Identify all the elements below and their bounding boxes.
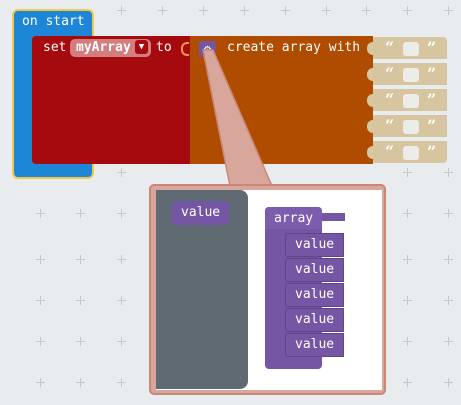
array-item-block[interactable] [285,283,344,307]
close-quote-icon: ” [427,116,437,135]
array-container-label: array [274,211,314,226]
on-start-label: on start [22,14,85,29]
grid-mark [117,296,126,305]
grid-mark [403,168,412,177]
text-slot[interactable]: “ ” [373,63,447,85]
grid-mark [444,378,453,387]
grid-mark [117,378,126,387]
grid-mark [36,255,45,264]
grid-mark [36,209,45,218]
grid-mark [444,337,453,346]
grid-mark [76,296,85,305]
slot-connector [367,42,374,55]
variable-dropdown[interactable]: myArray ▼ [70,39,151,57]
flyout-value-label: value [181,205,221,220]
create-array-label: create array with [227,40,361,55]
slot-connector [367,146,374,159]
array-item-label: value [295,287,335,302]
grid-mark [403,6,412,15]
close-quote-icon: ” [427,142,437,161]
array-item-block[interactable] [285,333,344,357]
grid-mark [117,255,126,264]
grid-mark [117,6,126,15]
set-variable-block[interactable] [32,36,190,164]
grid-mark [322,6,331,15]
grid-mark [117,209,126,218]
grid-mark [403,378,412,387]
grid-mark [403,209,412,218]
grid-mark [403,296,412,305]
text-slot[interactable]: “ ” [373,37,447,59]
text-field[interactable] [403,146,419,160]
grid-mark [36,296,45,305]
grid-mark [36,378,45,387]
grid-mark [444,6,453,15]
grid-mark [76,378,85,387]
grid-mark [240,6,249,15]
grid-mark [199,6,208,15]
value-input-connector [181,42,189,56]
slot-connector [367,68,374,81]
slot-connector [367,94,374,107]
text-field[interactable] [403,94,419,108]
slot-connector [367,120,374,133]
text-field[interactable] [403,42,419,56]
array-item-block[interactable] [285,233,344,257]
close-quote-icon: ” [427,90,437,109]
open-quote-icon: “ [385,90,395,109]
grid-mark [444,209,453,218]
gear-icon[interactable]: ⚙ [199,41,216,57]
array-item-label: value [295,262,335,277]
grid-mark [158,6,167,15]
grid-mark [36,337,45,346]
grid-mark [76,255,85,264]
grid-mark [403,255,412,264]
text-field[interactable] [403,120,419,134]
array-container-arm [322,213,345,221]
grid-mark [444,255,453,264]
array-item-label: value [295,312,335,327]
open-quote-icon: “ [385,38,395,57]
text-slot[interactable]: “ ” [373,141,447,163]
grid-mark [362,6,371,15]
grid-mark [281,6,290,15]
create-array-block[interactable] [190,36,373,164]
text-field[interactable] [403,68,419,82]
to-label: to [156,40,172,55]
open-quote-icon: “ [385,64,395,83]
grid-mark [117,168,126,177]
grid-mark [76,337,85,346]
array-container-header [265,207,322,229]
array-item-block[interactable] [285,308,344,332]
array-item-label: value [295,337,335,352]
set-label: set [43,40,67,55]
flyout-value-block[interactable]: value [171,201,229,225]
text-slot[interactable]: “ ” [373,115,447,137]
grid-mark [403,337,412,346]
open-quote-icon: “ [385,142,395,161]
array-item-block[interactable] [285,258,344,282]
grid-mark [117,337,126,346]
close-quote-icon: ” [427,38,437,57]
close-quote-icon: ” [427,64,437,83]
chevron-down-icon: ▼ [135,40,148,54]
variable-name: myArray [76,40,131,55]
grid-mark [444,296,453,305]
text-slot[interactable]: “ ” [373,89,447,111]
array-item-label: value [295,237,335,252]
open-quote-icon: “ [385,116,395,135]
grid-mark [444,168,453,177]
grid-mark [76,209,85,218]
